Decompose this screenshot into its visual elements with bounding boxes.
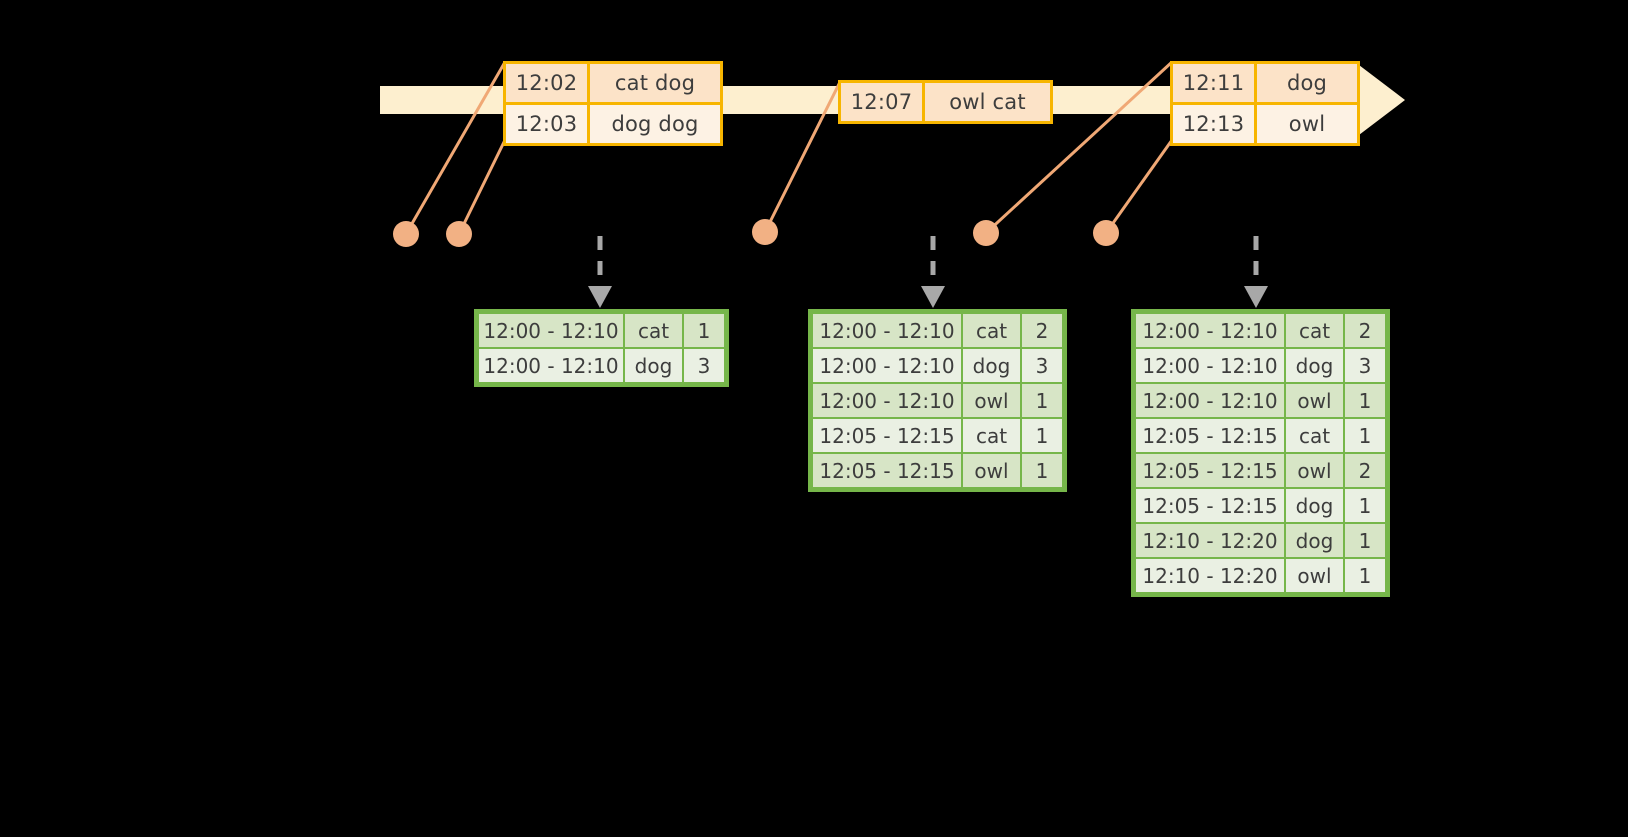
emit-arrow-3 bbox=[1244, 236, 1268, 308]
window-cell: 12:05 - 12:15 bbox=[813, 454, 961, 487]
stream-marker-1203 bbox=[446, 221, 472, 247]
word-cell: owl bbox=[1286, 454, 1343, 487]
window-cell: 12:00 - 12:10 bbox=[1136, 384, 1284, 417]
word-cell: dog bbox=[963, 349, 1020, 382]
connector-1213 bbox=[1104, 139, 1174, 234]
stream-marker-1207 bbox=[752, 219, 778, 245]
word-cell: dog bbox=[1286, 349, 1343, 382]
word-cell: owl bbox=[963, 384, 1020, 417]
event-words: dog bbox=[1257, 64, 1357, 102]
window-cell: 12:00 - 12:10 bbox=[479, 314, 623, 347]
window-cell: 12:00 - 12:10 bbox=[479, 349, 623, 382]
word-cell: owl bbox=[1286, 384, 1343, 417]
window-cell: 12:00 - 12:10 bbox=[1136, 314, 1284, 347]
window-cell: 12:05 - 12:15 bbox=[1136, 454, 1284, 487]
count-cell: 3 bbox=[684, 349, 724, 382]
count-cell: 2 bbox=[1022, 314, 1062, 347]
count-cell: 1 bbox=[1345, 419, 1385, 452]
connector-1211 bbox=[984, 60, 1174, 235]
stream-marker-1202 bbox=[393, 221, 419, 247]
count-cell: 1 bbox=[1022, 384, 1062, 417]
count-cell: 3 bbox=[1345, 349, 1385, 382]
word-cell: dog bbox=[1286, 489, 1343, 522]
window-cell: 12:10 - 12:20 bbox=[1136, 524, 1284, 557]
event-words: cat dog bbox=[590, 64, 720, 102]
event-words: owl bbox=[1257, 105, 1357, 143]
window-cell: 12:00 - 12:10 bbox=[1136, 349, 1284, 382]
count-cell: 1 bbox=[1345, 384, 1385, 417]
word-cell: cat bbox=[625, 314, 682, 347]
connector-1207 bbox=[763, 81, 842, 233]
stream-markers bbox=[393, 219, 1119, 247]
event-time: 12:11 bbox=[1173, 64, 1257, 102]
emit-arrows bbox=[588, 236, 1268, 308]
count-cell: 1 bbox=[1345, 524, 1385, 557]
word-cell: dog bbox=[1286, 524, 1343, 557]
connector-1203 bbox=[457, 139, 507, 235]
count-cell: 1 bbox=[1345, 489, 1385, 522]
count-cell: 1 bbox=[1022, 419, 1062, 452]
window-cell: 12:10 - 12:20 bbox=[1136, 559, 1284, 592]
count-cell: 2 bbox=[1345, 314, 1385, 347]
word-cell: dog bbox=[625, 349, 682, 382]
count-cell: 1 bbox=[1345, 559, 1385, 592]
word-cell: owl bbox=[1286, 559, 1343, 592]
window-cell: 12:00 - 12:10 bbox=[813, 384, 961, 417]
word-cell: cat bbox=[963, 419, 1020, 452]
connector-lines bbox=[404, 60, 1174, 235]
count-cell: 3 bbox=[1022, 349, 1062, 382]
event-time: 12:13 bbox=[1173, 105, 1257, 143]
event-words: owl cat bbox=[925, 83, 1050, 121]
window-cell: 12:05 - 12:15 bbox=[1136, 489, 1284, 522]
event-time: 12:03 bbox=[506, 105, 590, 143]
count-cell: 1 bbox=[1022, 454, 1062, 487]
word-cell: cat bbox=[1286, 314, 1343, 347]
word-cell: cat bbox=[1286, 419, 1343, 452]
window-cell: 12:05 - 12:15 bbox=[813, 419, 961, 452]
count-cell: 1 bbox=[684, 314, 724, 347]
stream-marker-1213 bbox=[1093, 220, 1119, 246]
word-cell: owl bbox=[963, 454, 1020, 487]
stream-marker-1211 bbox=[973, 220, 999, 246]
emit-arrow-2 bbox=[921, 236, 945, 308]
count-cell: 2 bbox=[1345, 454, 1385, 487]
word-cell: cat bbox=[963, 314, 1020, 347]
emit-arrow-1 bbox=[588, 236, 612, 308]
event-time: 12:02 bbox=[506, 64, 590, 102]
window-cell: 12:00 - 12:10 bbox=[813, 314, 961, 347]
window-cell: 12:00 - 12:10 bbox=[813, 349, 961, 382]
window-cell: 12:05 - 12:15 bbox=[1136, 419, 1284, 452]
connector-1202 bbox=[404, 61, 507, 235]
event-time: 12:07 bbox=[841, 83, 925, 121]
event-words: dog dog bbox=[590, 105, 720, 143]
